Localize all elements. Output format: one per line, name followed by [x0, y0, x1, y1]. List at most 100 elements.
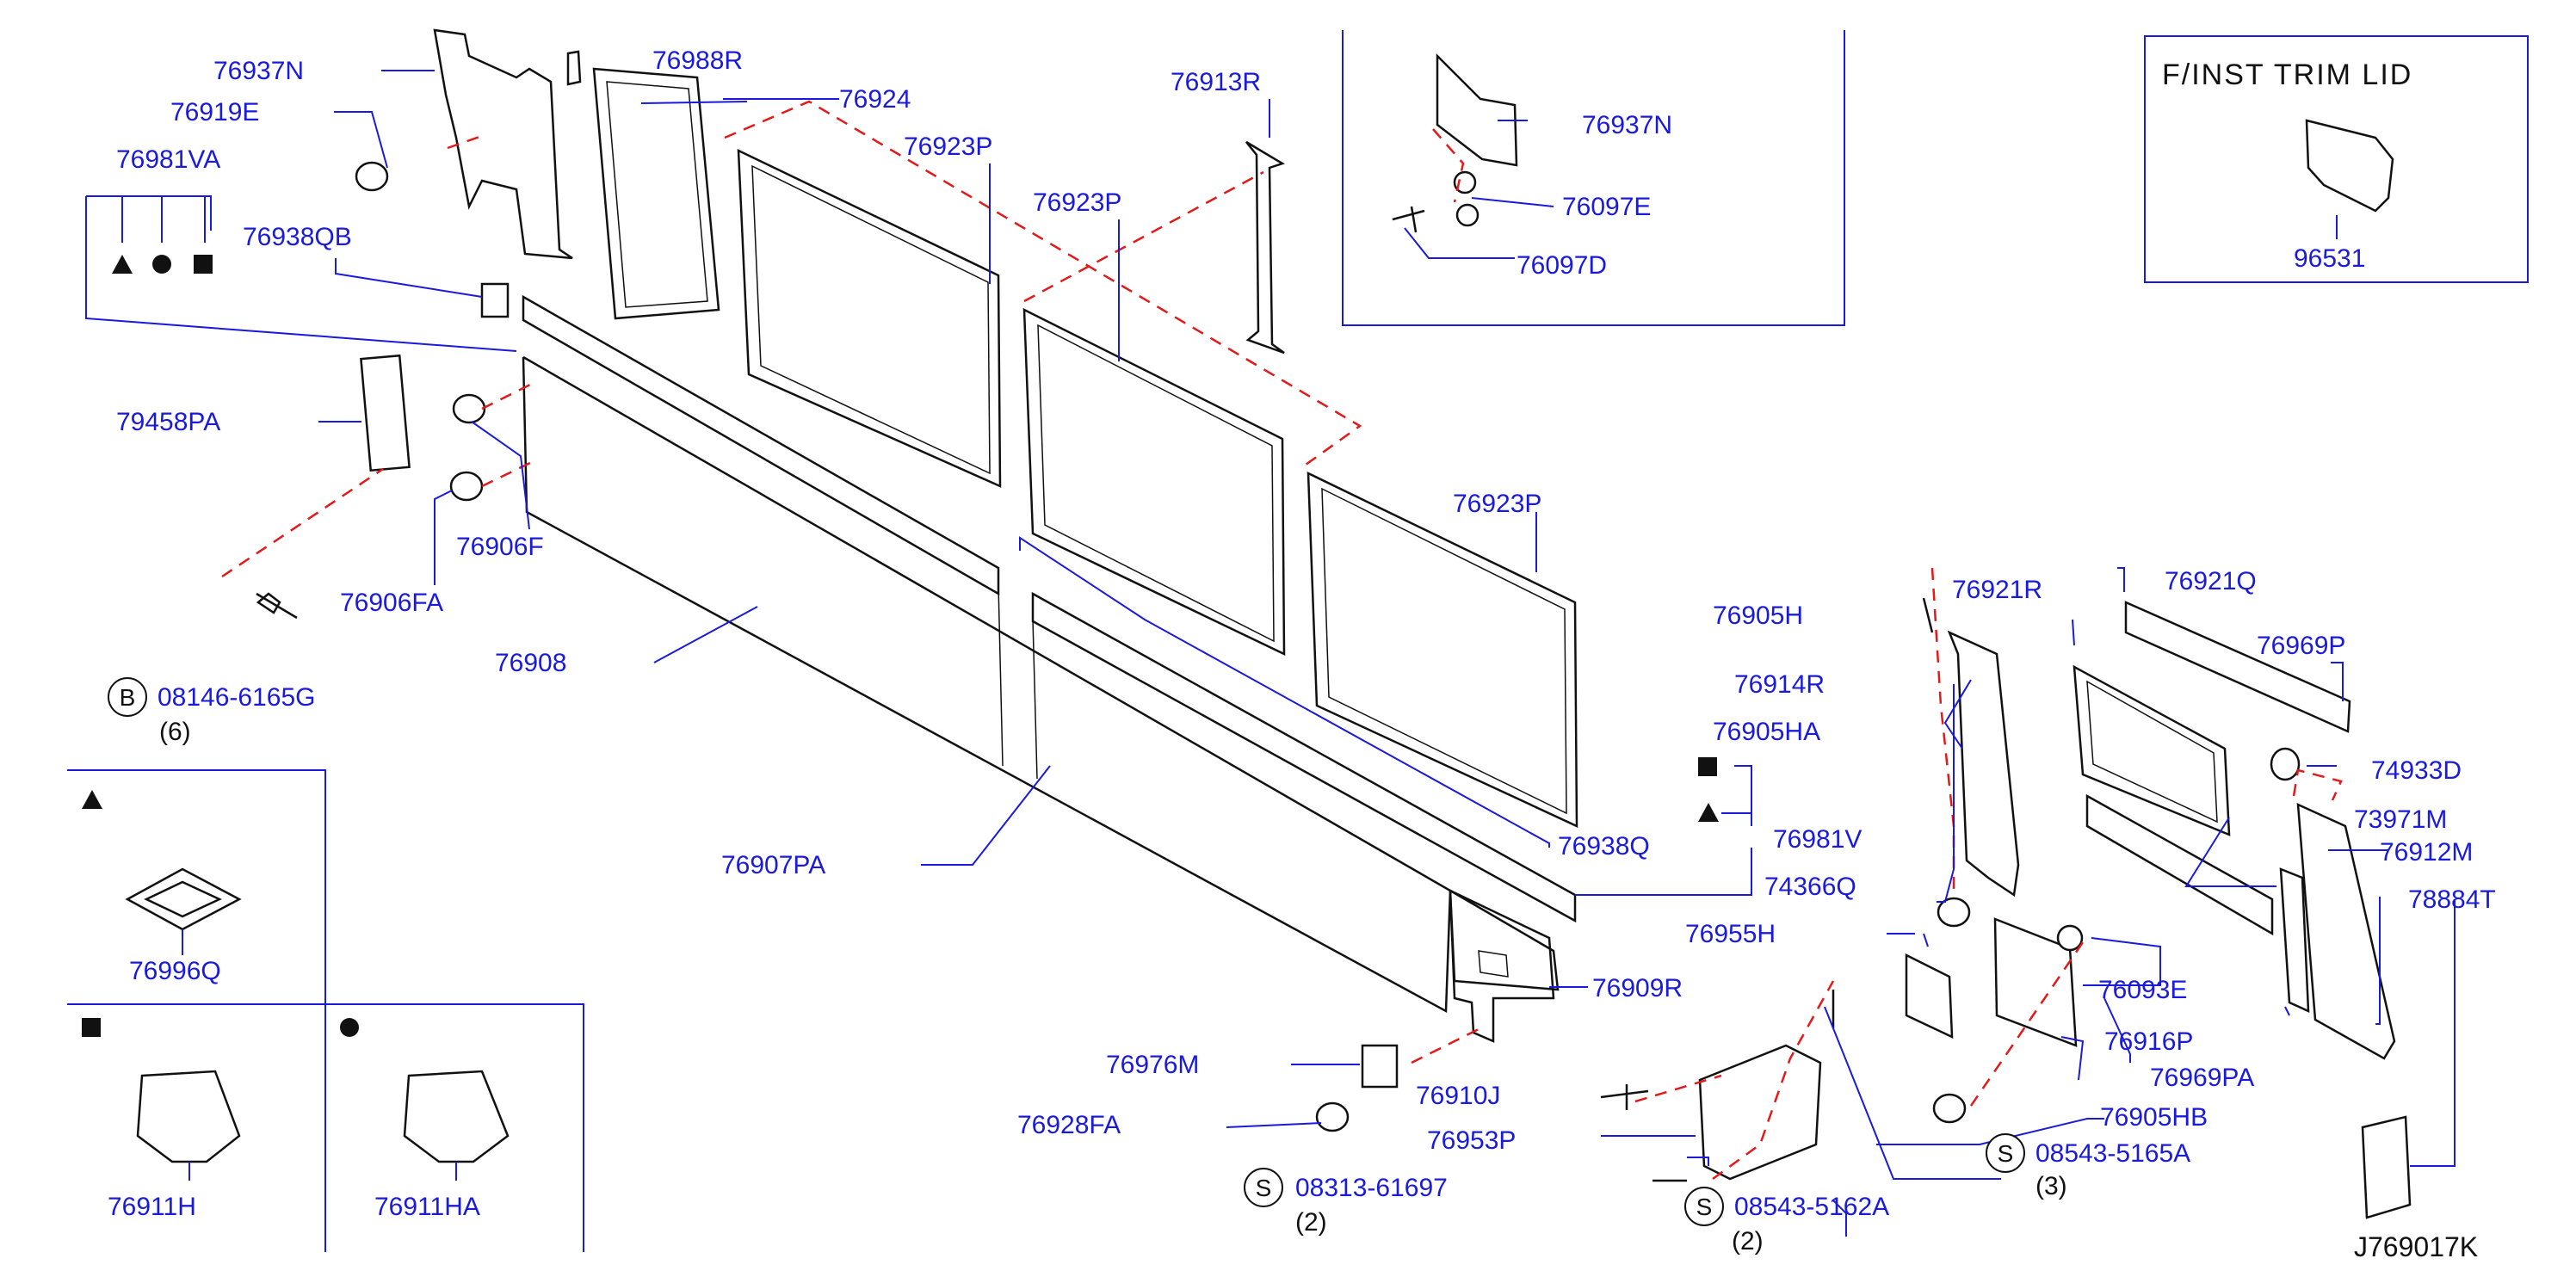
label-76953P: 76953P	[1427, 1126, 1516, 1155]
label-76093E: 76093E	[2098, 976, 2187, 1004]
label-76921R: 76921R	[1952, 576, 2042, 604]
label-76913R: 76913R	[1171, 68, 1261, 96]
circle-symbol	[152, 255, 171, 274]
inset-clip-76097D-shape	[1392, 206, 1425, 233]
quantities: (6) (2) (2) (3)	[159, 718, 2067, 1255]
window-76923P-b-shape	[1022, 307, 1286, 656]
clip-76911H-shape	[136, 1070, 241, 1163]
window-76923P-c-shape	[1307, 471, 1578, 828]
square-circle-legend-frame	[67, 1003, 584, 1252]
circled-letters: B S S S	[108, 677, 2025, 1226]
main-drawing	[125, 28, 2412, 1219]
label-76097D: 76097D	[1517, 251, 1607, 280]
label-76923P-a: 76923P	[904, 133, 992, 161]
diagram-code: J769017K	[2354, 1231, 2478, 1262]
trim-76921Q-shape	[2124, 601, 2351, 733]
inset-clip-76097E-shape	[1453, 170, 1477, 194]
bracket-76916P-shape	[1993, 917, 2078, 1047]
label-76916P: 76916P	[2104, 1027, 2193, 1056]
circle-s2-letter: S	[1696, 1194, 1713, 1220]
clip-76988R-shape	[566, 50, 582, 86]
label-76914R: 76914R	[1734, 670, 1825, 699]
circle-b	[108, 677, 147, 717]
label-76928FA: 76928FA	[1017, 1111, 1121, 1139]
part-labels: 76937N 76988R 76924 76913R 76919E 76923P…	[108, 46, 2496, 1221]
circle-legend-symbol	[340, 1018, 359, 1037]
qty-08313: (2)	[1295, 1208, 1327, 1237]
dash-retainer	[1411, 1027, 1481, 1064]
quarter-window-76921R-shape	[2073, 664, 2231, 836]
triangle-symbol	[112, 255, 133, 274]
dash-hinge-bolt	[221, 467, 384, 578]
bracket-76937N-shape	[433, 28, 573, 260]
label-76907PA: 76907PA	[721, 851, 825, 879]
label-76969P: 76969P	[2257, 632, 2345, 660]
clip-inset-frame	[1342, 30, 1845, 326]
circle-s3	[1986, 1133, 2025, 1173]
label-76908: 76908	[495, 649, 566, 677]
circle-s2	[1684, 1187, 1724, 1226]
circle-s1-letter: S	[1256, 1175, 1272, 1201]
circle-b-letter: B	[120, 684, 136, 711]
dash-quarter	[2292, 768, 2343, 801]
panel-76907PA-shape	[522, 355, 1560, 1014]
label-76910J: 76910J	[1416, 1082, 1500, 1110]
triangle-legend-symbol	[82, 790, 102, 809]
dash-clip-bracket	[447, 134, 483, 150]
panel-76909R-shape	[1449, 888, 1555, 1043]
bracket-76953P-shape	[1698, 1044, 1822, 1181]
dash-inset	[1432, 128, 1465, 203]
label-76924: 76924	[839, 85, 911, 114]
label-74366Q: 74366Q	[1764, 873, 1856, 901]
clip-76905HA-shape	[1937, 897, 1971, 928]
label-78884T: 78884T	[2408, 885, 2496, 914]
dash-window-b	[1023, 170, 1264, 303]
seal-76996Q-shape	[125, 867, 242, 931]
label-76937N-a: 76937N	[213, 57, 304, 85]
qty-08146: (6)	[159, 718, 191, 746]
label-76937N-b: 76937N	[1582, 111, 1672, 139]
inset-frames	[67, 30, 2529, 1252]
screw-08313-shape	[1600, 1084, 1649, 1110]
label-08543-5162A: 08543-5162A	[1734, 1193, 1889, 1221]
strip-76969PA-shape	[2279, 867, 2310, 1013]
qty-08543-5162A: (2)	[1732, 1227, 1764, 1255]
clip-76911HA-shape	[403, 1070, 510, 1163]
trim-73971M-shape	[2085, 793, 2274, 936]
inset-bracket-76937N-shape	[1436, 52, 1518, 167]
label-76976M: 76976M	[1106, 1051, 1199, 1079]
dash-panel-clips	[481, 381, 536, 488]
label-76911H: 76911H	[108, 1193, 196, 1221]
label-76911HA: 76911HA	[374, 1193, 480, 1221]
label-76906F: 76906F	[456, 533, 544, 561]
strip-76913R-shape	[1245, 140, 1285, 355]
trim-76912M-shape	[2296, 802, 2396, 1060]
block-76938QB-shape	[480, 282, 510, 318]
circle-s1	[1244, 1168, 1283, 1207]
label-76905HB: 76905HB	[2100, 1103, 2208, 1132]
trim-lid-inset-title: F/INST TRIM LID	[2162, 59, 2412, 91]
clip-76906F-shape	[452, 393, 486, 424]
leader-lines	[85, 70, 2456, 1237]
symbols	[82, 255, 1719, 1037]
trim-lid-inset-frame	[2144, 35, 2529, 283]
pillar-76914R-shape	[1947, 630, 2020, 898]
label-76938QB: 76938QB	[243, 223, 352, 251]
rail-right-shape	[1031, 591, 1577, 923]
dash-bracket	[1634, 980, 1835, 1181]
retainer-76976M-shape	[1361, 1044, 1399, 1089]
label-08313-61697: 08313-61697	[1295, 1174, 1448, 1202]
label-73971M: 73971M	[2354, 805, 2447, 834]
clip-76905H-shape	[1922, 597, 1934, 633]
label-76938Q: 76938Q	[1558, 832, 1650, 861]
label-08146-6165G: 08146-6165G	[158, 683, 316, 712]
circle-s3-letter: S	[1998, 1140, 2014, 1167]
label-76981VA: 76981VA	[116, 145, 220, 174]
label-08543-5165A: 08543-5165A	[2035, 1139, 2190, 1168]
label-79458PA: 79458PA	[116, 408, 220, 436]
label-76905H: 76905H	[1713, 601, 1803, 630]
label-76988R: 76988R	[652, 46, 743, 75]
clip-76906FA-shape	[449, 471, 484, 502]
label-76981V: 76981V	[1773, 825, 1862, 854]
